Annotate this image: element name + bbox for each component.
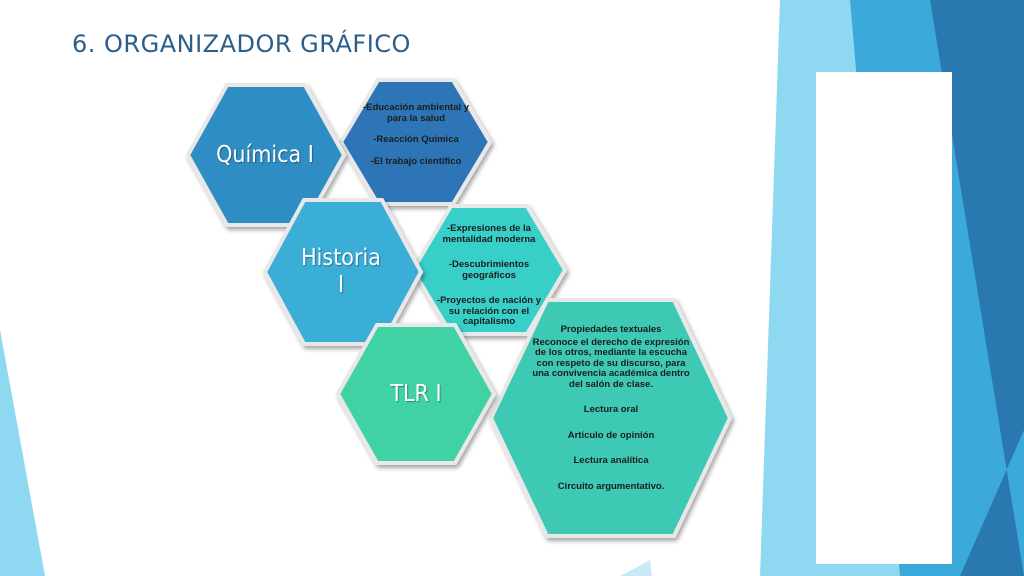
historia-hexagon xyxy=(262,198,424,346)
tlr-detail-item: Lectura analítica xyxy=(573,455,649,466)
historia-details: -Expresiones de la mentalidad moderna -D… xyxy=(436,223,542,328)
tlr-label: TLR I xyxy=(390,380,442,407)
tlr-detail-hexagon xyxy=(488,298,733,538)
historia-label-line2: I xyxy=(337,272,345,298)
tlr-detail-item: Circuito argumentativo. xyxy=(557,480,665,492)
bottom-accent-line xyxy=(620,560,652,576)
quimica-details: -Educación ambiental y para la salud -Re… xyxy=(362,102,470,167)
historia-label: Historia I xyxy=(280,244,402,300)
historia-label-line1: Historia xyxy=(301,245,381,271)
tlr-detail-item: Lectura oral xyxy=(583,404,639,415)
quimica-detail-item: -Reacción Química xyxy=(373,134,459,145)
content-panel xyxy=(816,72,952,564)
tlr-detail-item: Artículo de opinión xyxy=(567,429,655,441)
tlr-hexagon xyxy=(335,323,497,465)
right-accent-shape-dark xyxy=(930,0,1024,576)
slide-title: 6. ORGANIZADOR GRÁFICO xyxy=(72,30,411,58)
historia-detail-item: -Expresiones de la mentalidad moderna xyxy=(442,223,536,245)
quimica-detail-item: -Educación ambiental y para la salud xyxy=(362,102,470,124)
left-accent-shape xyxy=(0,330,45,576)
tlr-detail-item: Propiedades textuales xyxy=(560,324,662,335)
quimica-hexagon xyxy=(185,83,347,227)
tlr-detail-item: Reconoce el derecho de expresión de los … xyxy=(532,336,690,390)
historia-detail-item: -Descubrimientos geográficos xyxy=(448,259,530,281)
quimica-label: Química I xyxy=(216,141,314,168)
tlr-details: Propiedades textuales Reconoce el derech… xyxy=(530,324,692,492)
historia-detail-item: -Proyectos de nación y su relación con e… xyxy=(436,295,541,327)
quimica-detail-item: -El trabajo científico xyxy=(370,155,462,167)
